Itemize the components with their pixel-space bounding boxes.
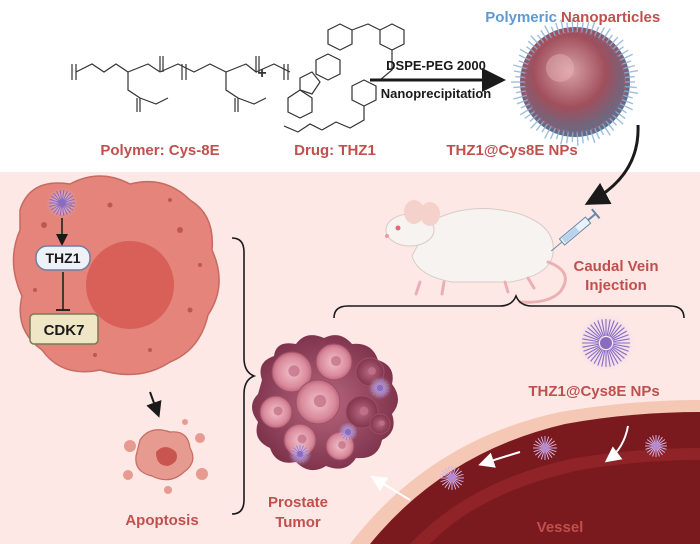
product-label: THZ1@Cys8E NPs: [446, 142, 577, 159]
vessel-nps-label: THZ1@Cys8E NPs: [528, 383, 659, 400]
apoptosis-label: Apoptosis: [125, 512, 198, 529]
thz1-box-label: THZ1: [46, 250, 81, 266]
tumor-nanoparticle-2: [288, 442, 312, 466]
nanoparticle-illustration: [511, 18, 639, 146]
syringe-icon: [550, 208, 601, 252]
prostate-tumor: [252, 335, 398, 471]
flow-arrow-1: [478, 451, 521, 468]
nanoparticle-large-icon: [578, 315, 634, 371]
nanoparticles-label: Nanoparticles: [561, 9, 660, 26]
drug-structure: [283, 23, 405, 133]
drug-label: Drug: THZ1: [294, 142, 376, 159]
flow-arrow-2: [604, 425, 629, 463]
injection-label-line1: Caudal Vein: [573, 258, 658, 275]
tumor-label-line1: Prostate: [268, 494, 328, 511]
extravasation-arrow: [370, 475, 411, 501]
polymer-label: Polymer: Cys-8E: [100, 142, 219, 159]
vessel-label: Vessel: [537, 519, 584, 536]
method-label: Nanoprecipitation: [381, 86, 492, 101]
cdk7-box-label: CDK7: [44, 322, 85, 339]
blood-vessel: [350, 400, 700, 544]
apoptosis-arrow: [146, 391, 162, 418]
apoptotic-cell: [123, 419, 208, 494]
reagent-label: DSPE-PEG 2000: [386, 58, 486, 73]
nanoparticle-small-icon: [46, 187, 78, 219]
left-brace: [231, 237, 257, 515]
vessel-nanoparticle-2: [533, 436, 557, 460]
curved-arrow-to-mouse: [584, 124, 640, 205]
top-brace: [333, 293, 685, 319]
polymer-structure: [71, 56, 291, 112]
injection-label-line2: Injection: [585, 277, 647, 294]
polymeric-label: Polymeric: [485, 9, 557, 26]
tumor-nanoparticle-3: [338, 422, 358, 442]
plus-sign: +: [257, 65, 266, 82]
vessel-nanoparticle-3: [645, 435, 667, 457]
thz1-box: [35, 245, 91, 271]
tumor-label-line2: Tumor: [275, 514, 321, 531]
mouse-illustration: [385, 200, 567, 304]
vessel-nanoparticle-1: [440, 466, 464, 490]
tumor-nanoparticle-1: [368, 376, 392, 400]
cdk7-box: [29, 313, 99, 345]
